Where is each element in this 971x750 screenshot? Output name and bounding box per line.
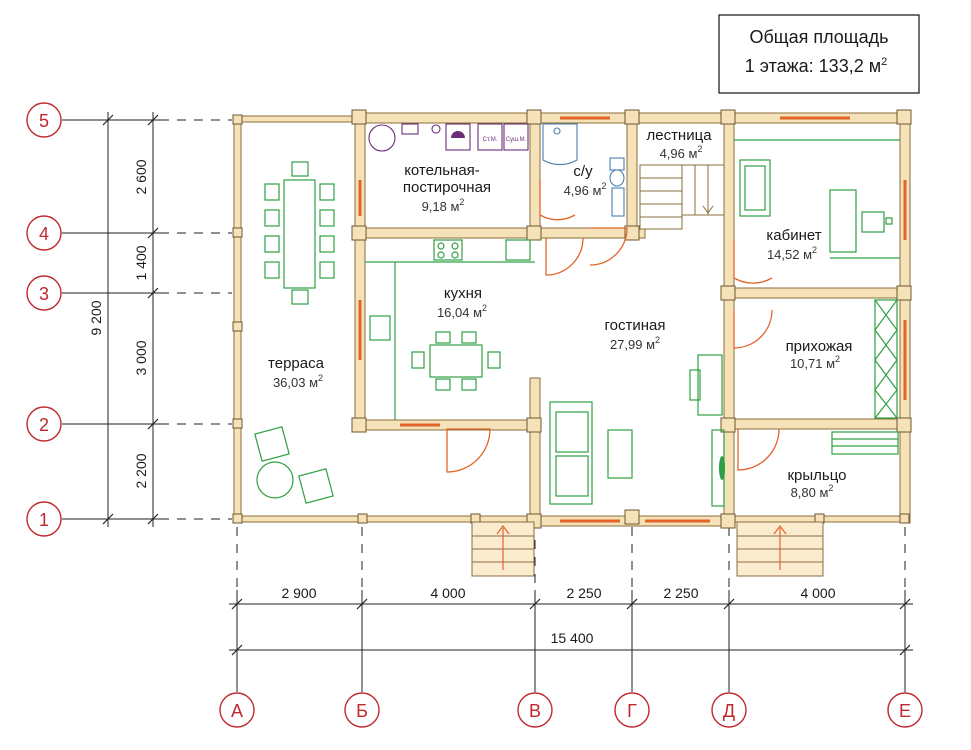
dim-total-horizontal: 15 400: [551, 630, 594, 646]
axis-markers-vertical: 5 4 3 2 1: [26, 102, 62, 537]
room-name-bathroom: с/у: [573, 163, 593, 180]
washer-label: Ст.М.: [483, 137, 498, 143]
axis-label-1: 1: [39, 510, 49, 530]
kitchen-furniture: [365, 239, 535, 420]
axis-label-5: 5: [39, 111, 49, 131]
room-name-study: кабинет: [766, 227, 821, 244]
axis-label-B: Б: [356, 701, 368, 721]
summary-title: Общая площадь: [749, 27, 888, 47]
axis-label-G: Г: [627, 701, 637, 721]
dim-4-3: 1 400: [133, 245, 149, 280]
room-name-terrace: терраса: [268, 355, 325, 372]
walls: [233, 112, 911, 528]
room-area-study: 14,52 м2: [767, 245, 817, 262]
entrance-steps: [471, 521, 824, 577]
axis-label-2: 2: [39, 415, 49, 435]
terrace-lounge-set: [254, 426, 334, 504]
room-name-stairs: лестница: [646, 127, 712, 144]
dim-5-4: 2 600: [133, 159, 149, 194]
room-name-living: гостиная: [605, 317, 666, 334]
dim-D-E: 4 000: [800, 585, 835, 601]
axis-label-A: А: [231, 701, 243, 721]
doors: [446, 180, 780, 473]
bathroom-fixtures: [542, 123, 625, 217]
room-labels: терраса 36,03 м2 котельная- постирочная …: [268, 127, 852, 500]
axis-label-4: 4: [39, 224, 49, 244]
room-name-boiler: котельная-: [404, 162, 480, 179]
room-area-boiler: 9,18 м2: [422, 197, 465, 214]
room-area-porch: 8,80 м2: [791, 483, 834, 500]
horizontal-dimensions: 2 900 4 000 2 250 2 250 4 000 15 400: [281, 585, 835, 646]
grid-lines-bottom: [229, 527, 913, 692]
room-name-hall: прихожая: [786, 338, 853, 355]
room-area-bathroom: 4,96 м2: [564, 181, 607, 198]
vertical-dimensions: 2 600 1 400 3 000 2 200 9 200: [88, 159, 149, 488]
room-name-porch: крыльцо: [787, 467, 846, 484]
study-furniture: [734, 139, 900, 259]
dim-B-V: 4 000: [430, 585, 465, 601]
room-name-kitchen: кухня: [444, 285, 482, 302]
room-area-living: 27,99 м2: [610, 335, 660, 352]
inner-staircase: [639, 164, 725, 230]
room-area-stairs: 4,96 м2: [660, 144, 703, 161]
axis-label-3: 3: [39, 284, 49, 304]
terrace-dining-set: [264, 161, 335, 305]
dim-A-B: 2 900: [281, 585, 316, 601]
room-area-terrace: 36,03 м2: [273, 373, 323, 390]
boiler-room-equipment: Ст.М. Суш.М.: [368, 123, 529, 152]
porch-bench: [831, 431, 899, 455]
dim-G-D: 2 250: [663, 585, 698, 601]
posts: [232, 109, 912, 529]
windows: [358, 116, 907, 523]
living-room-furniture: [549, 354, 725, 507]
grid-lines-left: [62, 112, 232, 527]
dim-3-2: 3 000: [133, 340, 149, 375]
dim-V-G: 2 250: [566, 585, 601, 601]
room-area-hall: 10,71 м2: [790, 354, 840, 371]
room-name-boiler-2: постирочная: [403, 179, 491, 196]
room-area-kitchen: 16,04 м2: [437, 303, 487, 320]
hall-furniture: [874, 299, 898, 419]
axis-label-D: Д: [723, 701, 735, 721]
dim-total-vertical: 9 200: [88, 300, 104, 335]
axis-label-V: В: [529, 701, 541, 721]
dryer-label: Суш.М.: [506, 137, 527, 143]
dim-2-1: 2 200: [133, 453, 149, 488]
area-summary-box: Общая площадь 1 этажа: 133,2 м2: [718, 14, 920, 94]
axis-markers-horizontal: А Б В Г Д Е: [219, 692, 923, 728]
axis-label-E: Е: [899, 701, 911, 721]
summary-area: 1 этажа: 133,2 м2: [745, 56, 887, 76]
